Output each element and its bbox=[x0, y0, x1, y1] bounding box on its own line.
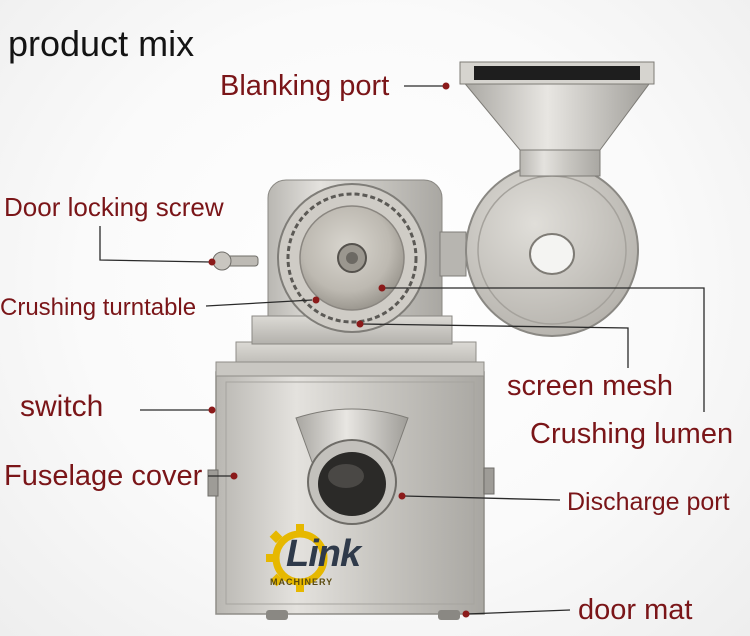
leader-crushing-lumen bbox=[382, 287, 705, 412]
latch-left bbox=[207, 469, 219, 497]
label-door-mat: door mat bbox=[578, 594, 693, 626]
link-machinery-logo bbox=[266, 524, 328, 592]
dot-switch bbox=[208, 406, 216, 414]
page-title: product mix bbox=[8, 23, 195, 64]
label-screen-mesh: screen mesh bbox=[507, 370, 674, 402]
dot-discharge-port bbox=[398, 492, 406, 500]
dot-crushing-lumen bbox=[378, 284, 386, 292]
door-locking-screw bbox=[212, 251, 259, 271]
dot-door-locking-screw bbox=[208, 258, 216, 266]
label-discharge-port: Discharge port bbox=[567, 488, 730, 516]
dot-screen-mesh bbox=[356, 320, 364, 328]
label-crushing-turntable: Crushing turntable bbox=[0, 294, 197, 321]
foot-right bbox=[438, 610, 460, 620]
latch-right bbox=[483, 467, 495, 495]
leader-discharge-port bbox=[403, 495, 561, 501]
label-switch: switch bbox=[20, 390, 104, 423]
label-crushing-lumen: Crushing lumen bbox=[530, 418, 734, 450]
label-blanking-port: Blanking port bbox=[220, 70, 390, 102]
logo-subtext: MACHINERY bbox=[270, 577, 334, 587]
label-fuselage-cover: Fuselage cover bbox=[4, 460, 203, 492]
dot-fuselage-cover bbox=[230, 472, 238, 480]
leader-crushing-turntable bbox=[205, 299, 313, 307]
foot-left bbox=[266, 610, 288, 620]
dot-blanking-port bbox=[442, 82, 450, 90]
dot-door-mat bbox=[462, 610, 470, 618]
dot-crushing-turntable bbox=[312, 296, 320, 304]
leader-screen-mesh bbox=[361, 323, 629, 368]
leader-door-mat bbox=[465, 609, 571, 615]
leader-door-locking-screw bbox=[99, 226, 211, 263]
crushing-chamber bbox=[251, 179, 453, 345]
leader-lines bbox=[99, 85, 705, 615]
marker-dots bbox=[208, 82, 470, 618]
discharge-funnel bbox=[295, 408, 409, 525]
open-door bbox=[465, 163, 639, 337]
door-hinge bbox=[439, 231, 467, 277]
blanking-hopper bbox=[459, 61, 655, 177]
label-door-locking-screw: Door locking screw bbox=[4, 192, 224, 222]
logo-word: Link bbox=[286, 533, 361, 575]
